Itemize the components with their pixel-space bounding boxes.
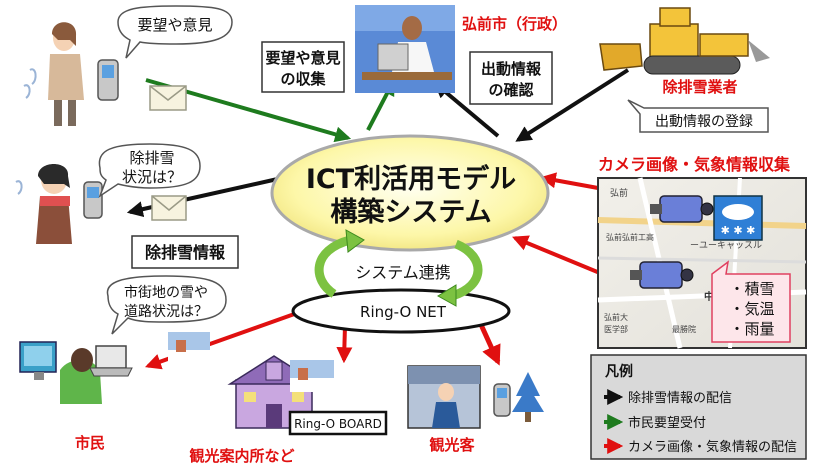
center-title-line1: ICT利活用モデル xyxy=(306,163,516,195)
center-title-line2: 構築システム xyxy=(330,196,491,228)
camera-icon xyxy=(650,195,714,223)
svg-text:道路状況は？: 道路状況は？ xyxy=(124,304,208,320)
svg-text:Ring-O BOARD: Ring-O BOARD xyxy=(294,417,382,431)
black-arrow-contractor-register xyxy=(515,68,630,142)
svg-text:要望や意見: 要望や意見 xyxy=(137,16,212,34)
contractor-label: 除排雪業者 xyxy=(662,78,737,96)
svg-text:✱ ✱ ✱: ✱ ✱ ✱ xyxy=(721,224,756,237)
phone-icon xyxy=(493,383,511,417)
center-system: ICT利活用モデル 構築システム xyxy=(270,134,550,252)
snow-weather-icon: ✱ ✱ ✱ xyxy=(713,195,763,241)
weather-callout: ・積雪 ・気温 ・雨量 xyxy=(711,260,791,343)
citizen-woman-illustration xyxy=(23,22,84,126)
mail-envelope-icon xyxy=(149,85,187,111)
arrows xyxy=(126,68,630,370)
ring-o-net-label: Ring-O NET xyxy=(360,303,447,321)
phone-icon xyxy=(97,59,119,101)
legend-label-camera-weather: カメラ画像・気象情報の配信 xyxy=(628,439,797,455)
svg-text:除排雪: 除排雪 xyxy=(129,149,174,167)
svg-text:の確認: の確認 xyxy=(488,81,533,99)
map-label: 弘前大 xyxy=(604,312,628,322)
legend-title: 凡例 xyxy=(605,363,633,380)
map-label: 弘前弘前工高 xyxy=(606,232,654,242)
city-label: 弘前市（行政） xyxy=(462,15,567,33)
svg-text:出動情報: 出動情報 xyxy=(481,60,542,78)
svg-text:の収集: の収集 xyxy=(280,70,326,88)
speech-bubble-request: 要望や意見 xyxy=(117,5,233,59)
phone-icon xyxy=(83,181,103,219)
legend-label-snow-info: 除排雪情報の配信 xyxy=(628,391,732,406)
camera-icon xyxy=(630,261,694,289)
snowplow-bulldozer-illustration xyxy=(599,7,770,75)
map-label: 最勝院 xyxy=(672,324,696,334)
citizen-label: 市民 xyxy=(75,434,105,452)
red-arrow-to-office xyxy=(336,325,353,364)
box-snow-info: 除排雪情報 xyxy=(131,235,239,269)
svg-text:・積雪: ・積雪 xyxy=(729,280,774,298)
svg-text:要望や意見: 要望や意見 xyxy=(265,49,340,67)
laptop-icon xyxy=(89,345,133,377)
tourist-label: 観光客 xyxy=(429,436,475,454)
svg-text:状況は？: 状況は？ xyxy=(122,168,182,186)
resident-woman-illustration xyxy=(15,164,72,244)
red-arrow-camera-to-center xyxy=(539,172,599,190)
box-dispatch-register: 出動情報の登録 xyxy=(627,99,769,133)
legend-label-citizen-request: 市民要望受付 xyxy=(628,415,706,431)
tourist-office-illustration xyxy=(227,355,321,429)
snowy-tree-icon xyxy=(512,372,544,422)
speech-bubble-status: 除排雪 状況は？ xyxy=(98,143,201,198)
camera-title: カメラ画像・気象情報収集 xyxy=(598,155,791,174)
svg-text:・気温: ・気温 xyxy=(729,300,774,318)
cycle-arrow-left xyxy=(314,235,352,298)
ring-o-net: Ring-O NET システム連携 xyxy=(291,229,511,334)
city-office-illustration xyxy=(355,5,455,93)
speech-bubble-street: 市街地の雪や 道路状況は？ xyxy=(106,275,227,335)
box-dispatch-confirm: 出動情報 の確認 xyxy=(469,51,553,105)
snow-town-image xyxy=(168,332,210,364)
tourist-office-label: 観光案内所など xyxy=(189,447,294,465)
svg-text:除排雪情報: 除排雪情報 xyxy=(145,243,226,262)
ring-o-board-sign: Ring-O BOARD xyxy=(288,410,388,436)
box-collect-requests: 要望や意見 の収集 xyxy=(261,41,345,93)
center-ellipse xyxy=(270,134,550,252)
legend: 凡例 除排雪情報の配信 市民要望受付 カメラ画像・気象情報の配信 xyxy=(590,354,807,460)
tourist-illustration xyxy=(407,365,481,429)
map-label: 弘前 xyxy=(610,187,628,199)
map-label: 医学部 xyxy=(604,324,628,334)
system-link-label: システム連携 xyxy=(355,263,451,282)
map-label: ーユーキャッスル xyxy=(690,241,762,251)
svg-text:・雨量: ・雨量 xyxy=(729,320,774,338)
svg-text:出動情報の登録: 出動情報の登録 xyxy=(655,114,753,130)
legend-box xyxy=(590,354,807,460)
snow-town-image xyxy=(290,360,334,392)
mail-envelope-icon xyxy=(151,195,187,221)
cycle-arrow-right xyxy=(450,239,483,301)
citizen-pc-illustration xyxy=(19,341,102,404)
red-arrow-weather-to-center xyxy=(512,235,613,280)
svg-text:市街地の雪や: 市街地の雪や xyxy=(124,284,208,301)
